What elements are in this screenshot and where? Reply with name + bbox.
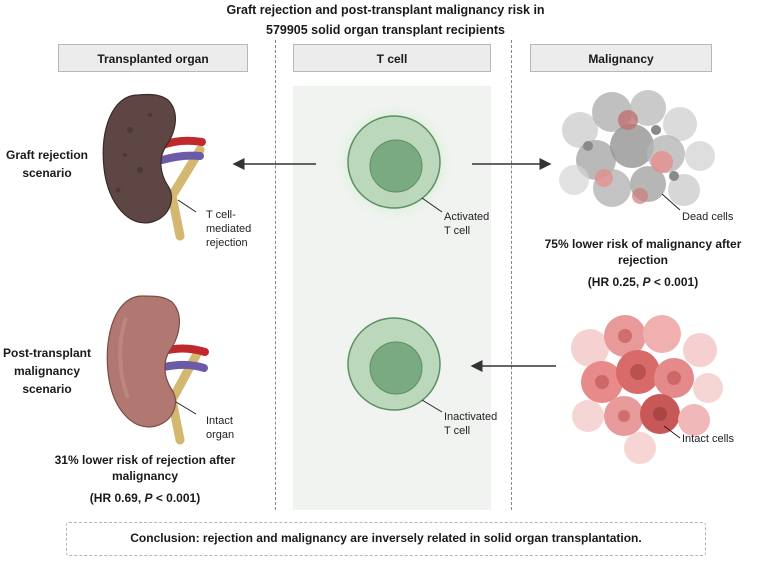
rejection-risk-line-1: 31% lower risk of rejection after	[54, 453, 236, 467]
dead-cells-leader-line	[661, 193, 681, 211]
intact-kidney-icon	[106, 295, 209, 445]
tcell-mediated-rejection-label: T cell- mediated rejection	[206, 208, 251, 250]
title-line-1: Graft rejection and post-transplant mali…	[226, 3, 545, 17]
rejection-hr-prefix: (HR 0.69,	[89, 491, 145, 505]
column-separator-right	[511, 40, 512, 510]
malignancy-risk-line-2: rejection	[617, 253, 668, 267]
malignancy-scenario-line-3: scenario	[22, 382, 72, 396]
inactivated-line-1: Inactivated	[444, 411, 498, 423]
malignancy-scenario-label: Post-transplant malignancy scenario	[0, 344, 94, 398]
activated-tcell-label: Activated T cell	[444, 210, 489, 238]
graft-rejection-scenario-label: Graft rejection scenario	[0, 146, 94, 182]
inactivated-leader-line	[421, 399, 443, 413]
tcell-rejection-line-2: mediated	[206, 223, 252, 235]
inactivated-line-2: T cell	[444, 425, 471, 437]
title-line-2: 579905 solid organ transplant recipients	[266, 23, 505, 37]
malignancy-risk-statement: 75% lower risk of malignancy after rejec…	[520, 236, 766, 290]
intact-cells-label: Intact cells	[682, 433, 734, 445]
dead-cells-label: Dead cells	[682, 211, 734, 223]
graft-rejection-line-2: scenario	[22, 166, 72, 180]
malignancy-hr-prefix: (HR 0.25,	[587, 275, 643, 289]
rejected-kidney-icon	[102, 93, 206, 241]
figure-title: Graft rejection and post-transplant mali…	[0, 0, 771, 40]
activated-line-2: T cell	[444, 225, 471, 237]
intact-organ-line-1: Intact	[206, 415, 233, 427]
inactivated-tcell-label: Inactivated T cell	[444, 410, 497, 438]
malignancy-risk-line-1: 75% lower risk of malignancy after	[544, 237, 742, 251]
intact-organ-line-2: organ	[206, 429, 235, 441]
tcell-rejection-line-1: T cell-	[206, 209, 236, 221]
rejection-risk-statement: 31% lower risk of rejection after malign…	[20, 452, 270, 506]
dead-cells-cluster-icon	[559, 90, 715, 207]
rejection-risk-line-2: malignancy	[111, 469, 179, 483]
malignancy-scenario-line-2: malignancy	[13, 364, 81, 378]
header-malignancy: Malignancy	[530, 44, 712, 72]
tcell-rejection-line-3: rejection	[206, 237, 248, 249]
intact-tumor-cells-icon	[571, 315, 723, 464]
graft-rejection-line-1: Graft rejection	[5, 148, 89, 162]
malignancy-hr-suffix: < 0.001)	[650, 275, 699, 289]
malignancy-scenario-line-1: Post-transplant	[2, 346, 91, 360]
tcell-rejection-leader-line	[177, 199, 197, 213]
inactivated-tcell-icon	[347, 317, 441, 411]
activated-tcell-icon	[332, 100, 456, 224]
activated-leader-line	[421, 197, 443, 213]
activated-line-1: Activated	[444, 211, 490, 223]
rejection-hazard-ratio: (HR 0.69, P < 0.001)	[20, 490, 270, 506]
intact-cells-leader-line	[663, 425, 681, 439]
intact-organ-label: Intact organ	[206, 414, 234, 442]
intact-organ-leader-line	[175, 401, 197, 415]
header-transplanted-organ: Transplanted organ	[58, 44, 248, 72]
conclusion-box: Conclusion: rejection and malignancy are…	[66, 522, 706, 556]
malignancy-hazard-ratio: (HR 0.25, P < 0.001)	[520, 274, 766, 290]
column-separator-left	[275, 40, 276, 510]
header-tcell: T cell	[293, 44, 491, 72]
rejection-p-symbol: P	[144, 491, 153, 505]
malignancy-p-symbol: P	[642, 275, 651, 289]
rejection-hr-suffix: < 0.001)	[152, 491, 201, 505]
